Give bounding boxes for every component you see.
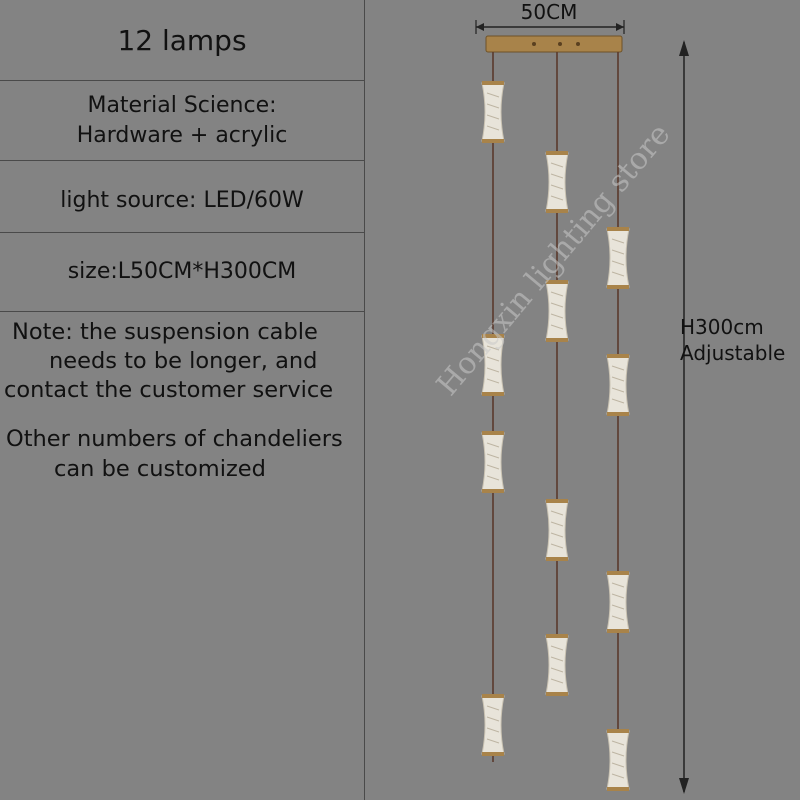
width-label: 50CM: [520, 0, 578, 24]
divider: [0, 311, 364, 312]
material-value: Hardware + acrylic: [76, 123, 288, 148]
other-line: can be customized: [54, 456, 266, 482]
lamp-shade: [606, 227, 630, 289]
lamp-shade: [545, 499, 569, 561]
light-source: light source: LED/60W: [60, 187, 304, 213]
lamp-count: 12 lamps: [117, 23, 247, 57]
lamp-shade: [481, 431, 505, 493]
cable-note: Note: the suspension cable needs to be l…: [4, 318, 364, 405]
material-label: Material Science:: [87, 93, 277, 118]
divider: [0, 232, 364, 233]
lamp-shade: [606, 571, 630, 633]
other-line: Other numbers of chandeliers: [6, 426, 343, 452]
lamp-shade: [481, 334, 505, 396]
spec-panel: 12 lamps Material Science: Hardware + ac…: [0, 0, 365, 800]
size-spec: size:L50CM*H300CM: [67, 258, 297, 284]
lamp-shade: [545, 634, 569, 696]
width-arrow: [475, 20, 625, 34]
note-line: Note: the suspension cable: [12, 319, 318, 345]
height-note: Adjustable: [680, 341, 786, 365]
customization-note: Other numbers of chandeliers can be cust…: [4, 424, 364, 484]
lamp-shade: [545, 151, 569, 213]
lamp-shade: [606, 354, 630, 416]
lamp-shade: [606, 729, 630, 791]
material-block: Material Science: Hardware + acrylic: [0, 82, 364, 160]
lamp-shade: [481, 81, 505, 143]
height-arrow: [679, 40, 689, 794]
lamp-shade: [481, 694, 505, 756]
divider: [0, 80, 364, 81]
note-line: needs to be longer, and: [49, 348, 318, 374]
note-line: contact the customer service: [4, 377, 334, 403]
lamp-shade: [545, 280, 569, 342]
height-label: H300cm: [680, 315, 764, 339]
height-label-block: H300cm Adjustable: [680, 314, 785, 366]
ceiling-canopy: [485, 35, 623, 53]
divider: [0, 160, 364, 161]
